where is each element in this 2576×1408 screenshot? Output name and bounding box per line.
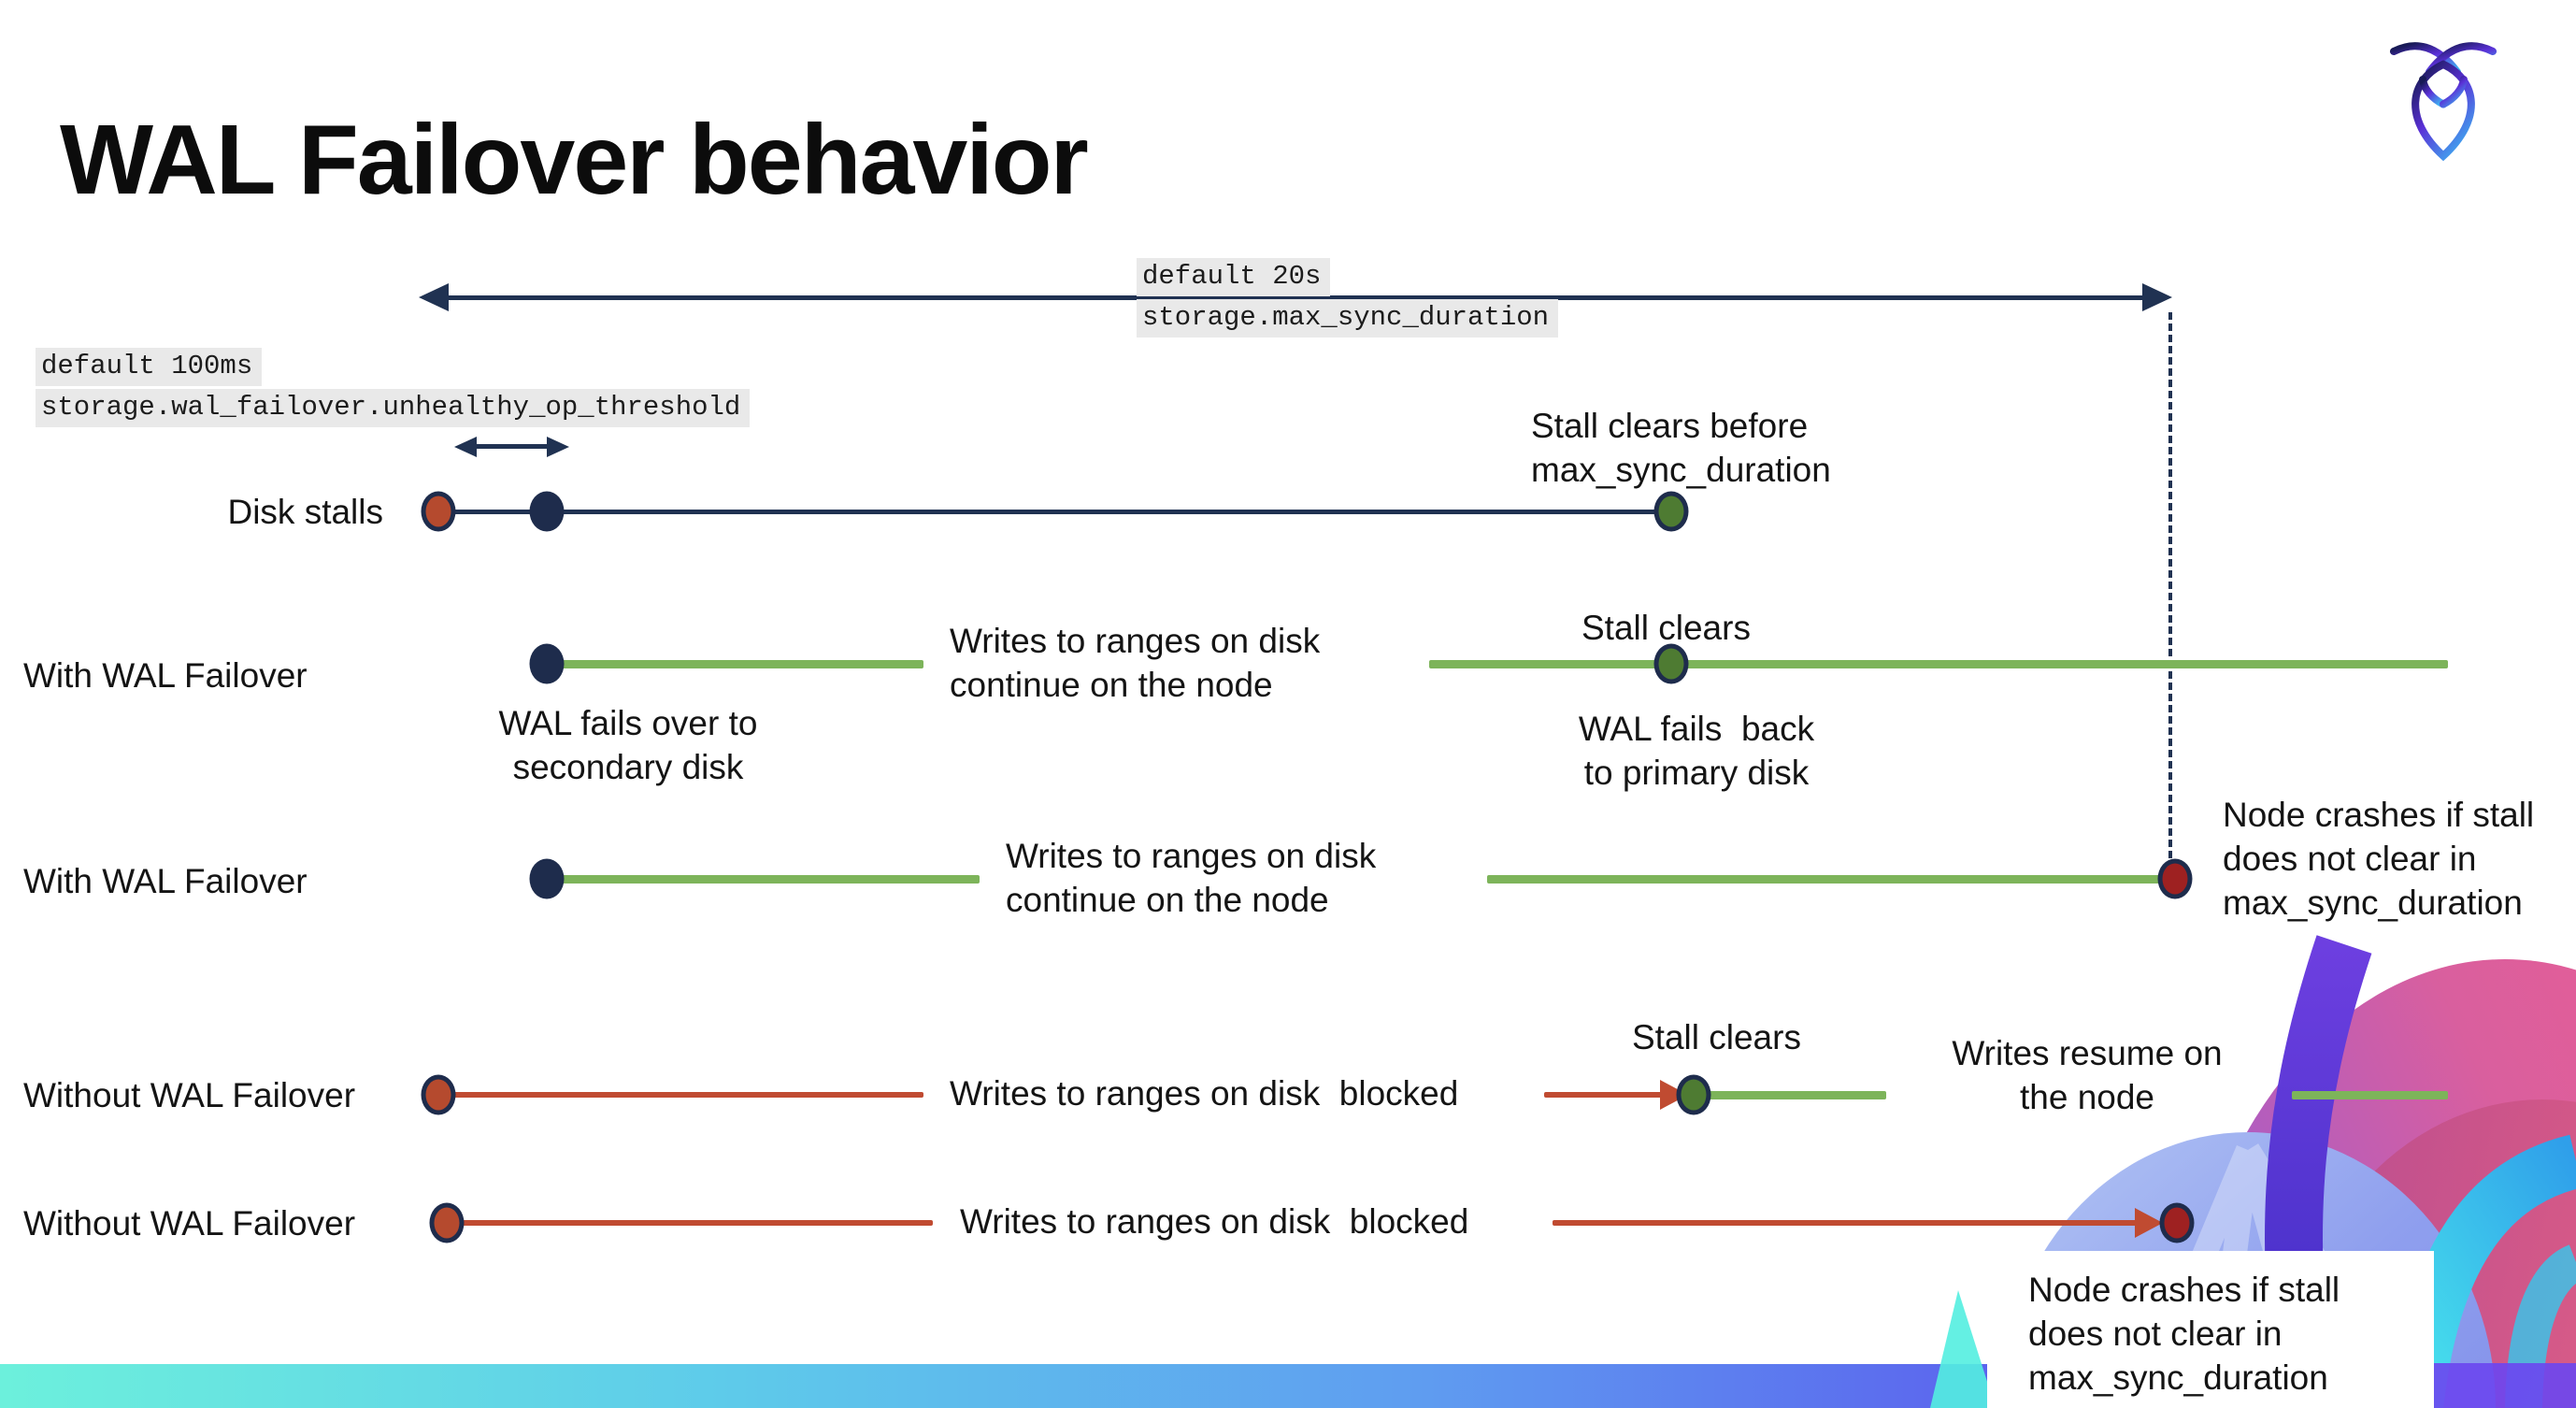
annotation-line: Node crashes if stall [2223, 796, 2535, 834]
code-line: storage.max_sync_duration [1137, 299, 1559, 338]
row-label: Without WAL Failover [23, 1076, 356, 1114]
timeline-line [1429, 660, 2448, 668]
code-line: storage.wal_failover.unhealthy_op_thresh… [36, 389, 751, 427]
annotation-writes-continue: Writes to ranges on disk continue on the… [950, 619, 1320, 707]
timeline-line [1487, 875, 2175, 884]
annotation-node-crashes: Node crashes if stall does not clear in … [2028, 1268, 2340, 1400]
timeline-line [2292, 1091, 2448, 1099]
annotation-line: Writes to ranges on disk [1006, 837, 1377, 875]
annotation-line: continue on the node [1006, 881, 1329, 919]
node-crash-dot [2157, 858, 2193, 899]
timeline-line [1544, 1092, 1664, 1098]
cockroachdb-logo-icon [2389, 42, 2497, 162]
code-label-max-sync-duration: default 20s storage.max_sync_duration [1137, 258, 1559, 340]
failover-trigger-dot [529, 491, 565, 532]
failover-dot [529, 643, 565, 684]
max-sync-duration-arrow [439, 295, 2161, 300]
annotation-wal-fails-over: WAL fails over to secondary disk [499, 701, 758, 789]
stall-clear-dot [1653, 491, 1689, 532]
annotation-line: the node [2019, 1078, 2155, 1116]
annotation-line: continue on the node [950, 666, 1273, 704]
annotation-line: Node crashes if stall [2028, 1271, 2340, 1309]
stall-clear-dot [1676, 1074, 1711, 1115]
annotation-line: secondary disk [512, 748, 744, 786]
arrowhead-left-icon [419, 283, 449, 311]
max-sync-deadline-connector [2168, 312, 2172, 858]
disk-stall-dot [421, 491, 456, 532]
annotation-stall-clears: Stall clears [1632, 1018, 1801, 1056]
annotation-line: Writes to ranges on disk [950, 622, 1321, 660]
disk-stall-dot [429, 1202, 465, 1243]
annotation-wal-fails-back: WAL fails back to primary disk [1579, 707, 1814, 795]
annotation-line: max_sync_duration [1531, 451, 1831, 489]
node-crash-callout-box [1987, 1251, 2434, 1408]
failover-dot [529, 858, 565, 899]
timeline-line [447, 1220, 933, 1226]
annotation-writes-blocked: Writes to ranges on disk blocked [950, 1071, 1458, 1115]
annotation-line: to primary disk [1583, 754, 1810, 792]
row-label: With WAL Failover [23, 862, 308, 900]
page-title: WAL Failover behavior [60, 105, 1089, 216]
timeline-line [438, 510, 1671, 514]
annotation-line: max_sync_duration [2028, 1358, 2328, 1397]
annotation-line: WAL fails over to [498, 704, 758, 742]
annotation-line: Writes to ranges on disk blocked [950, 1074, 1459, 1113]
row-label: Without WAL Failover [23, 1204, 356, 1243]
annotation-stall-clears: Stall clears [1581, 609, 1751, 647]
annotation-line: Writes resume on [1952, 1034, 2223, 1072]
annotation-writes-resume: Writes resume on the node [1952, 1031, 2222, 1119]
annotation-line: max_sync_duration [2223, 884, 2523, 922]
timeline-line [1709, 1091, 1886, 1099]
annotation-line: Writes to ranges on disk blocked [960, 1202, 1469, 1241]
row-label: Disk stalls [227, 493, 383, 531]
stall-clear-dot [1653, 643, 1689, 684]
arrowhead-right-icon [547, 437, 569, 457]
code-label-unhealthy-op-threshold: default 100ms storage.wal_failover.unhea… [36, 348, 751, 430]
arrowhead-left-icon [454, 437, 477, 457]
arrowhead-right-icon [2142, 283, 2172, 311]
annotation-line: does not clear in [2223, 840, 2477, 878]
code-line: default 100ms [36, 348, 263, 386]
code-line: default 20s [1137, 258, 1331, 296]
node-crash-dot [2159, 1202, 2195, 1243]
annotation-node-crashes: Node crashes if stall does not clear in … [2223, 793, 2534, 925]
red-arrowhead-icon [2135, 1208, 2163, 1238]
annotation-line: does not clear in [2028, 1315, 2283, 1353]
unhealthy-op-threshold-arrow [472, 444, 551, 449]
annotation-line: WAL fails back [1578, 710, 1815, 748]
annotation-writes-continue: Writes to ranges on disk continue on the… [1006, 834, 1376, 922]
annotation-writes-blocked: Writes to ranges on disk blocked [960, 1200, 1468, 1243]
timeline-line [1553, 1220, 2139, 1226]
timeline-line [438, 1092, 923, 1098]
timeline-line [547, 660, 923, 668]
row-label: With WAL Failover [23, 656, 308, 695]
annotation-stall-clears-before: Stall clears before max_sync_duration [1531, 404, 1831, 492]
timeline-line [547, 875, 980, 884]
annotation-line: Stall clears before [1531, 407, 1809, 445]
disk-stall-dot [421, 1074, 456, 1115]
